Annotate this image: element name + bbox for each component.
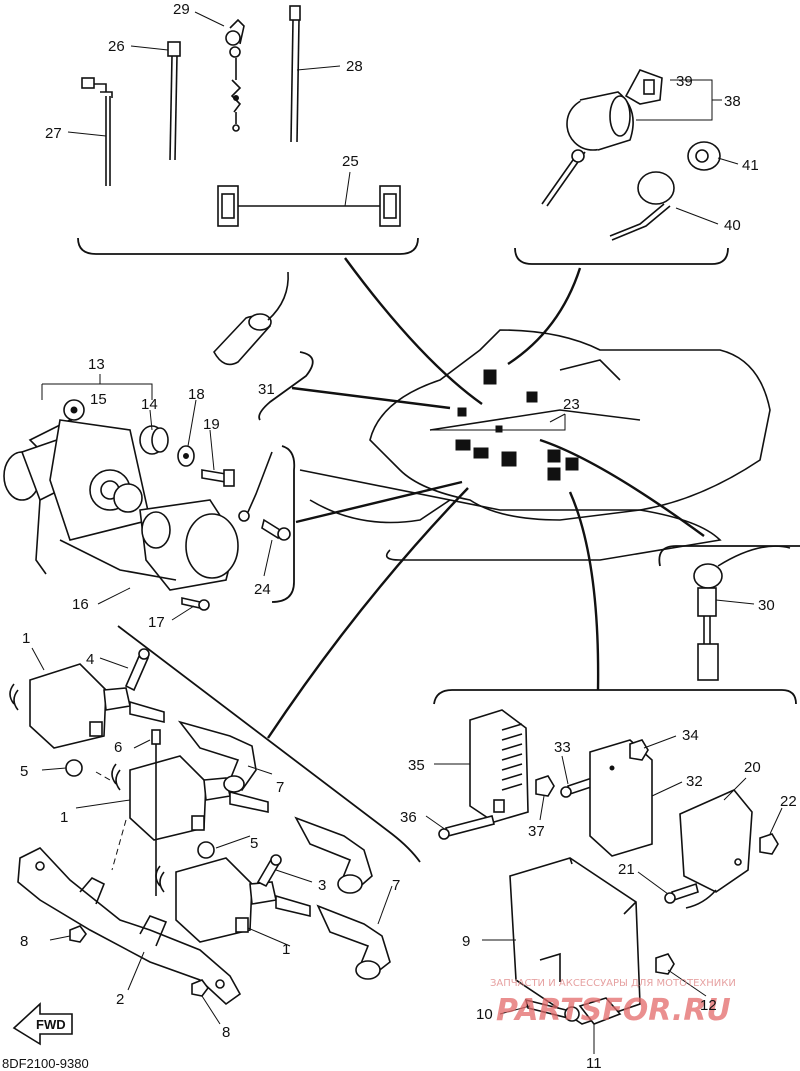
callout-31: 31	[258, 381, 275, 398]
callout-17: 17	[148, 614, 165, 631]
callout-12: 12	[700, 997, 717, 1014]
callout-9: 9	[462, 933, 470, 950]
condenser-31	[213, 271, 314, 421]
callout-32: 32	[686, 773, 703, 790]
callout-14: 14	[141, 396, 158, 413]
cable-tie-28	[289, 5, 301, 143]
callout-25: 25	[342, 153, 359, 170]
diagram-code: 8DF2100-9380	[2, 1056, 89, 1071]
cable-clamp-27	[81, 77, 113, 186]
callout-24: 24	[254, 581, 271, 598]
earth-lead-29	[225, 18, 245, 132]
callout-21: 21	[618, 861, 635, 878]
callout-6: 6	[114, 739, 122, 756]
fwd-arrow-icon: FWD	[12, 1002, 73, 1046]
callout-28: 28	[346, 58, 363, 75]
fwd-label: FWD	[36, 1017, 66, 1032]
callout-18: 18	[188, 386, 205, 403]
callout-27: 27	[45, 125, 62, 142]
snowmobile-outline	[267, 257, 771, 739]
callout-16: 16	[72, 596, 89, 613]
callout-40: 40	[724, 217, 741, 234]
callout-22: 22	[780, 793, 797, 810]
callout-5-mid: 5	[250, 835, 258, 852]
ignition-coil-group	[9, 625, 421, 1025]
watermark-brand: PARTSFOR.RU	[496, 993, 731, 1028]
callout-29: 29	[173, 1, 190, 18]
callout-8-bottom: 8	[222, 1024, 230, 1041]
callout-35: 35	[408, 757, 425, 774]
callout-5-top: 5	[20, 763, 28, 780]
callout-34: 34	[682, 727, 699, 744]
callout-10: 10	[476, 1006, 493, 1023]
watermark: ЗАПЧАСТИ И АКСЕССУАРЫ ДЛЯ МОТОТЕХНИКИ PA…	[490, 978, 736, 1028]
callout-4: 4	[86, 651, 94, 668]
watermark-tagline: ЗАПЧАСТИ И АКСЕССУАРЫ ДЛЯ МОТОТЕХНИКИ	[490, 978, 736, 989]
wire-harness-group	[67, 5, 419, 255]
callout-39: 39	[676, 73, 693, 90]
callout-2: 2	[116, 991, 124, 1008]
callout-26: 26	[108, 38, 125, 55]
main-switch-group	[514, 69, 739, 265]
control-unit-group	[425, 689, 797, 1054]
callout-8-left: 8	[20, 933, 28, 950]
callout-41: 41	[742, 157, 759, 174]
callout-36: 36	[400, 809, 417, 826]
callout-20: 20	[744, 759, 761, 776]
callout-7-top: 7	[276, 779, 284, 796]
callout-15: 15	[90, 391, 107, 408]
callout-37: 37	[528, 823, 545, 840]
resistor-30	[658, 545, 800, 681]
callout-13: 13	[88, 356, 105, 373]
callout-1-top: 1	[22, 630, 30, 647]
cable-tie-26	[167, 41, 181, 161]
callout-1-bottom: 1	[282, 941, 290, 958]
callout-11: 11	[586, 1055, 602, 1071]
callout-3: 3	[318, 877, 326, 894]
callout-1-mid: 1	[60, 809, 68, 826]
callout-23: 23	[563, 396, 580, 413]
callout-7-bottom: 7	[392, 877, 400, 894]
callout-33: 33	[554, 739, 571, 756]
callout-30: 30	[758, 597, 775, 614]
starter-motor-group	[3, 374, 296, 621]
callout-38: 38	[724, 93, 741, 110]
connector-lead-25	[217, 185, 401, 227]
callout-19: 19	[203, 416, 220, 433]
